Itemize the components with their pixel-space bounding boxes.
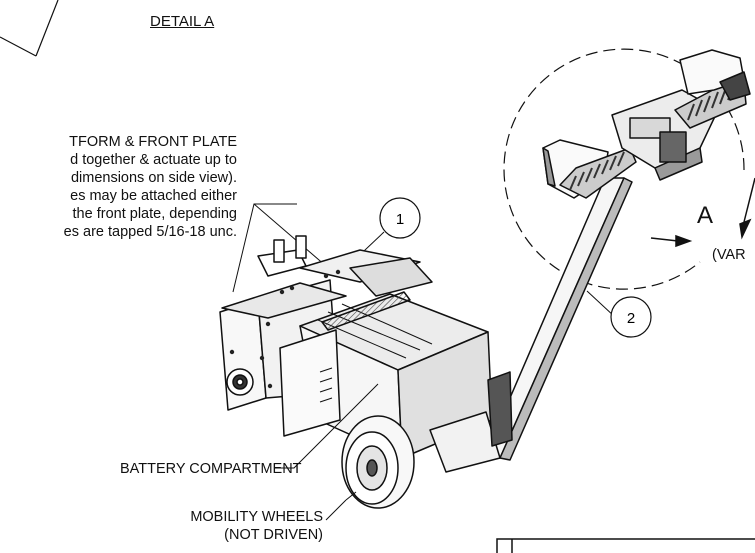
section-letter: A — [697, 202, 714, 229]
balloon-2: 2 — [610, 296, 652, 338]
detail-circle — [503, 48, 745, 290]
platform-note-line-6: es are tapped 5/16-18 unc. — [63, 224, 237, 240]
detail-a-label: DETAIL A — [150, 13, 215, 30]
mobility-wheels-label: MOBILITY WHEELS (NOT DRIVEN) — [123, 508, 323, 544]
platform-note-line-4: es may be attached either — [70, 188, 237, 204]
platform-note-line-1: TFORM & FRONT PLATE — [69, 134, 237, 150]
detail-callout-lines — [0, 0, 59, 57]
battery-compartment-label: BATTERY COMPARTMENT — [120, 461, 302, 477]
title-block-corner — [496, 538, 755, 553]
mobility-wheels-line-2: (NOT DRIVEN) — [224, 527, 323, 543]
platform-note-line-5: the front plate, depending — [72, 206, 237, 222]
balloon-1-number: 1 — [396, 211, 404, 228]
section-arrows — [650, 177, 755, 248]
platform-note: TFORM & FRONT PLATE d together & actuate… — [0, 133, 237, 241]
var-label: (VAR — [712, 247, 746, 263]
mobility-wheels-line-1: MOBILITY WHEELS — [190, 509, 323, 525]
platform-note-leaders — [232, 203, 327, 293]
mobility-wheel — [341, 415, 415, 509]
label-leaders — [274, 383, 379, 521]
balloon-1: 1 — [379, 197, 421, 239]
tiller-handle — [483, 49, 751, 461]
balloon-2-number: 2 — [627, 310, 635, 327]
platform-note-line-3: dimensions on side view). — [70, 170, 237, 186]
platform-note-line-2: d together & actuate up to — [70, 152, 237, 168]
